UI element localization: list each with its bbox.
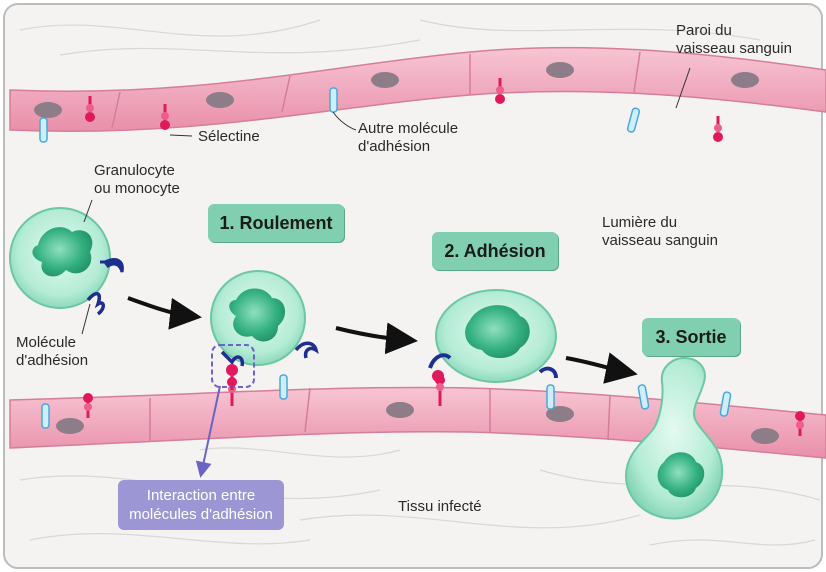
step-roulement-label: 1. Roulement <box>208 204 344 242</box>
infected-tissue-label: Tissu infecté <box>398 498 482 516</box>
selectin-label: Sélectine <box>198 128 260 146</box>
interaction-callout: Interaction entre molécules d'adhésion <box>118 480 284 530</box>
adhesion-molecule-label: Molécule d'adhésion <box>16 334 88 370</box>
vessel-wall-label: Paroi du vaisseau sanguin <box>676 22 792 58</box>
other-adhesion-molecule-label: Autre molécule d'adhésion <box>358 120 458 156</box>
step-adhesion-label: 2. Adhésion <box>432 232 558 270</box>
granulocyte-label: Granulocyte ou monocyte <box>94 162 180 198</box>
vessel-lumen-label: Lumière du vaisseau sanguin <box>602 214 718 250</box>
step-sortie-label: 3. Sortie <box>642 318 740 356</box>
